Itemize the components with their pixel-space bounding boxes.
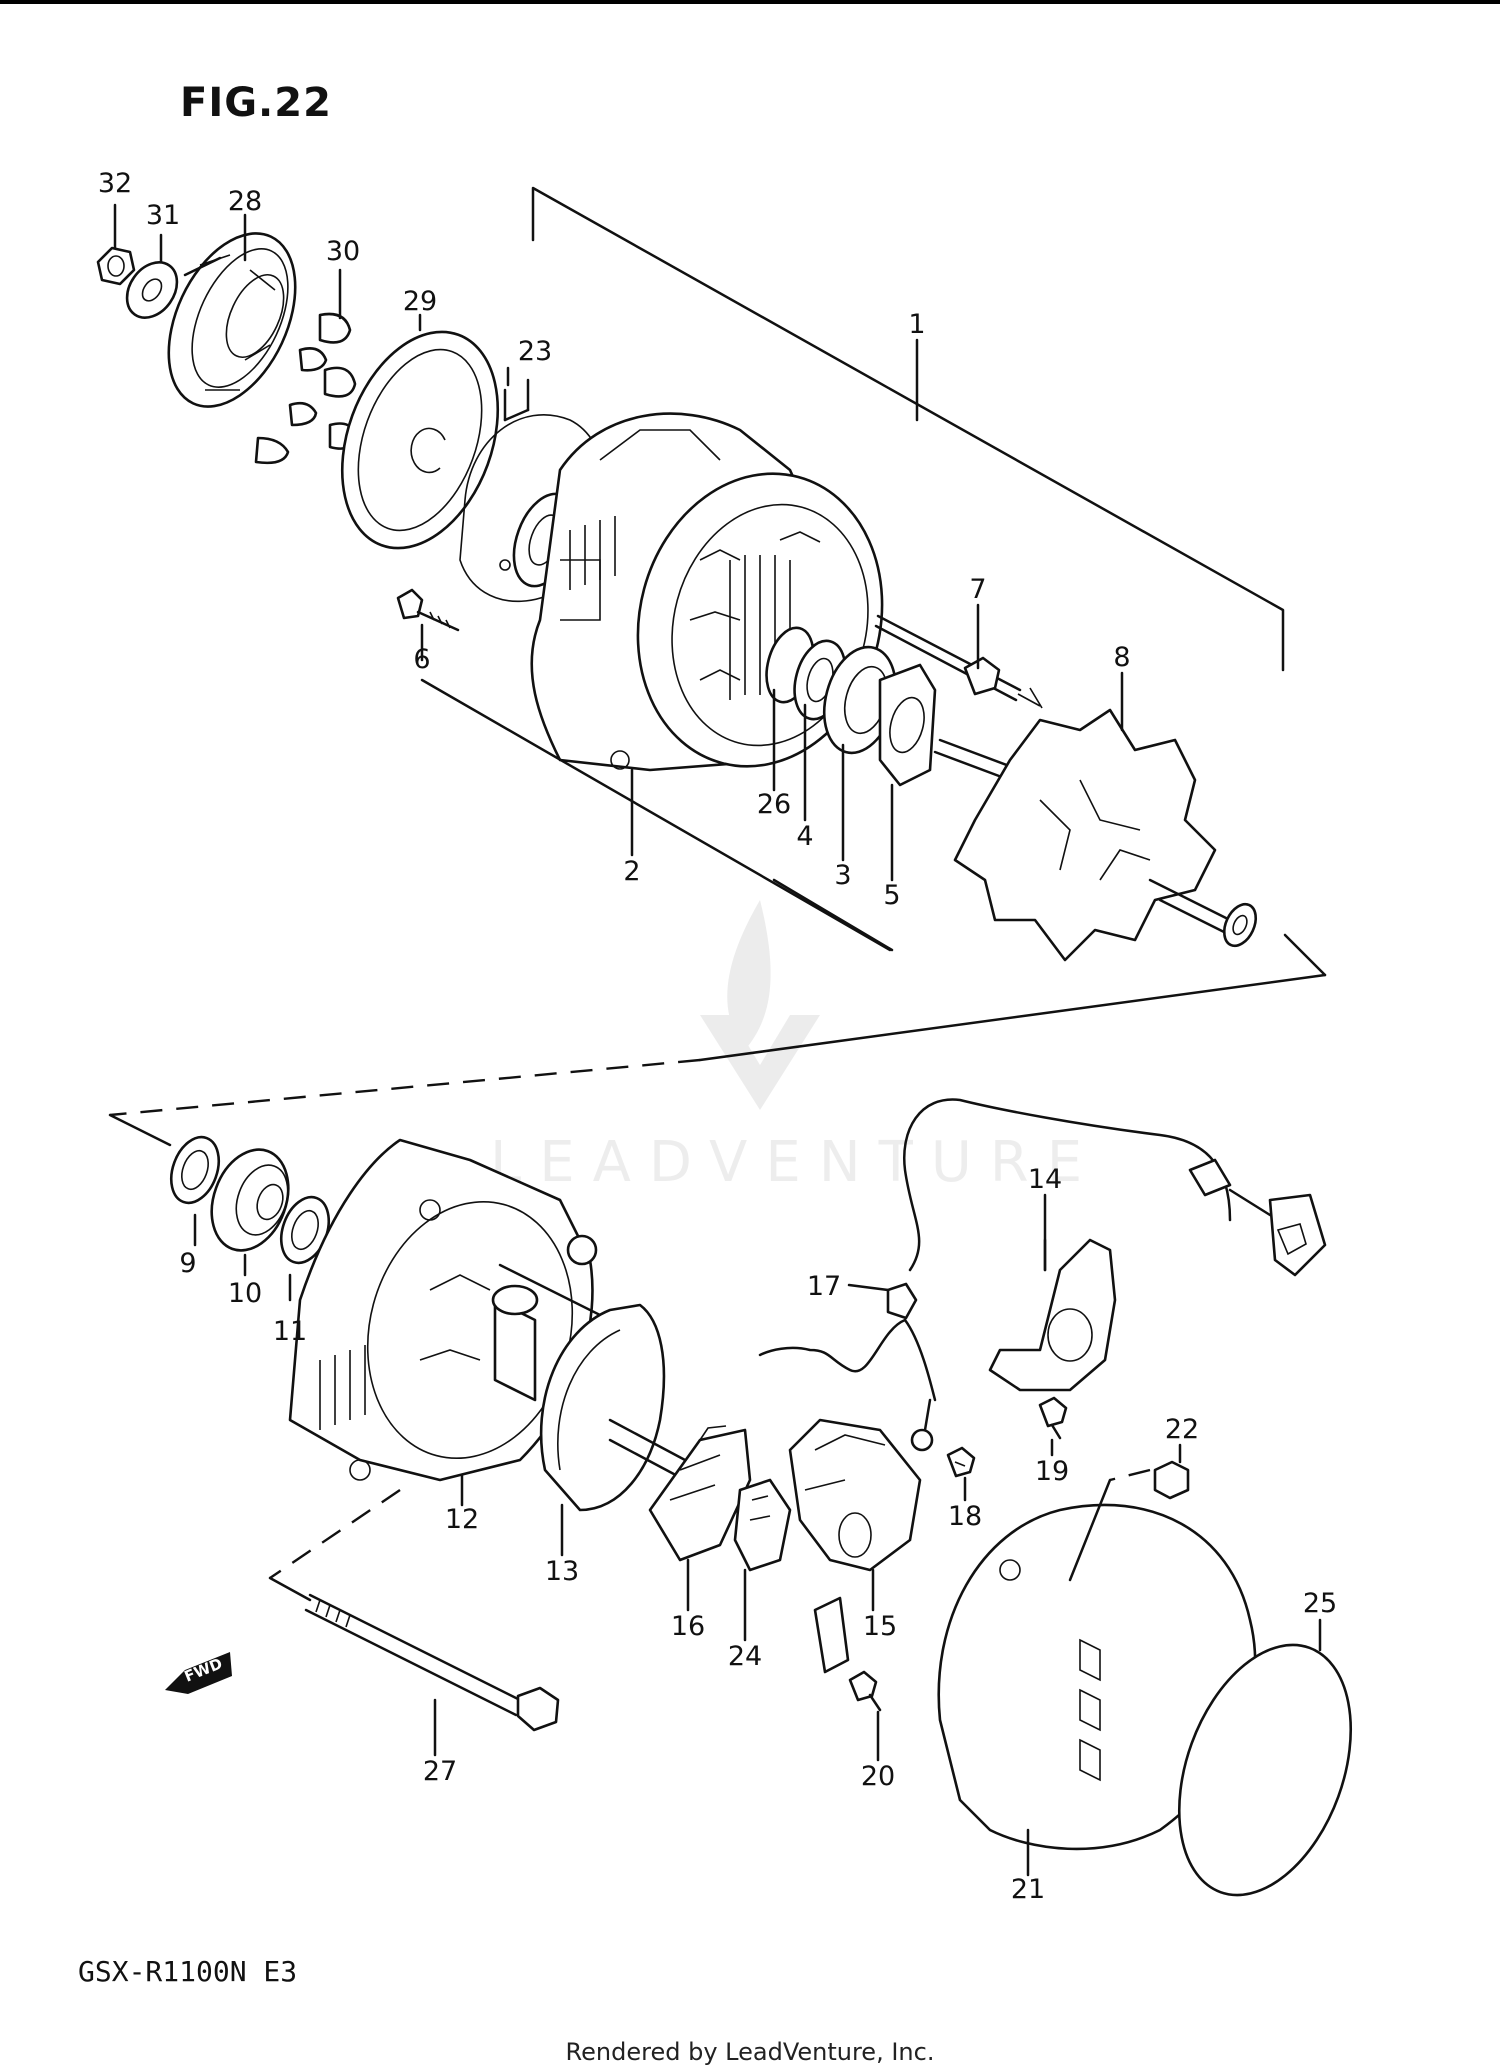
part-20-bracket xyxy=(813,1596,882,1712)
part-17-grommet xyxy=(758,1282,937,1452)
part-12-rear-housing xyxy=(288,1138,652,1482)
part-25-cap xyxy=(1177,1643,1353,1897)
watermark-logo xyxy=(700,900,820,1110)
callout-3: 3 xyxy=(834,860,851,891)
callout-24: 24 xyxy=(728,1641,762,1672)
callout-9: 9 xyxy=(179,1248,196,1279)
part-29-cover xyxy=(340,330,500,550)
part-27-long-bolt xyxy=(304,1593,560,1732)
part-22-nut xyxy=(1153,1460,1190,1500)
part-7-stud xyxy=(874,614,1043,709)
part-31-washer xyxy=(125,261,179,319)
model-code: GSX-R1100N E3 xyxy=(78,1955,298,1988)
callout-31: 31 xyxy=(146,200,180,231)
callout-2: 2 xyxy=(623,856,640,887)
callout-30: 30 xyxy=(326,236,360,267)
callout-14: 14 xyxy=(1028,1164,1062,1195)
part-15-regulator xyxy=(788,1418,922,1572)
nut-leader-dashed xyxy=(1068,1468,1151,1582)
part-9-washer xyxy=(169,1135,221,1205)
callout-20: 20 xyxy=(861,1761,895,1792)
callout-16: 16 xyxy=(671,1611,705,1642)
fwd-arrow-badge: FWD xyxy=(165,1652,232,1694)
leader-lines xyxy=(113,203,1322,1877)
callout-26: 26 xyxy=(757,789,791,820)
part-11-bushing xyxy=(279,1195,331,1265)
bolt-leader-dashed xyxy=(268,1489,401,1602)
callout-labels: 32 31 28 30 29 23 1 7 8 6 2 26 4 3 5 9 1… xyxy=(98,168,1337,1905)
assembly-bracket-upper xyxy=(531,186,1285,672)
callout-19: 19 xyxy=(1035,1456,1069,1487)
figure-title: FIG.22 xyxy=(180,80,332,126)
part-3-bearing xyxy=(823,645,897,755)
callout-4: 4 xyxy=(796,821,813,852)
callout-21: 21 xyxy=(1011,1874,1045,1905)
footer-credit: Rendered by LeadVenture, Inc. xyxy=(565,2038,935,2066)
callout-10: 10 xyxy=(228,1278,262,1309)
part-28-pulley xyxy=(167,232,297,408)
callout-18: 18 xyxy=(948,1501,982,1532)
callout-29: 29 xyxy=(403,286,437,317)
part-32-nut xyxy=(96,246,136,286)
callout-28: 28 xyxy=(228,186,262,217)
watermark-text: LEADVENTURE xyxy=(490,1130,1101,1195)
callout-17: 17 xyxy=(807,1271,841,1302)
callout-13: 13 xyxy=(545,1556,579,1587)
callout-5: 5 xyxy=(883,880,900,911)
callout-22: 22 xyxy=(1165,1414,1199,1445)
callout-15: 15 xyxy=(863,1611,897,1642)
callout-11: 11 xyxy=(273,1316,307,1347)
part-6-bolt xyxy=(396,588,460,632)
callout-1: 1 xyxy=(908,309,925,340)
callout-25: 25 xyxy=(1303,1588,1337,1619)
part-14-wire-harness xyxy=(903,1098,1327,1277)
part-8-rotor xyxy=(933,708,1258,962)
part-16-brush-holder xyxy=(648,1425,752,1562)
part-5-retainer-plate xyxy=(878,663,937,787)
callout-27: 27 xyxy=(423,1756,457,1787)
part-21-rear-cover xyxy=(937,1503,1257,1851)
callout-23: 23 xyxy=(518,336,552,367)
part-19-screw xyxy=(1038,1396,1068,1440)
top-border-rule xyxy=(0,0,1500,4)
group-link-line xyxy=(108,933,1327,1147)
part-14-brush-holder xyxy=(988,1238,1117,1392)
callout-7: 7 xyxy=(969,574,986,605)
part-10-bearing xyxy=(210,1148,290,1252)
callout-12: 12 xyxy=(445,1504,479,1535)
part-24-plate xyxy=(733,1478,792,1572)
part-18-screw xyxy=(946,1446,976,1478)
callout-8: 8 xyxy=(1113,642,1130,673)
callout-6: 6 xyxy=(413,644,430,675)
callout-32: 32 xyxy=(98,168,132,199)
